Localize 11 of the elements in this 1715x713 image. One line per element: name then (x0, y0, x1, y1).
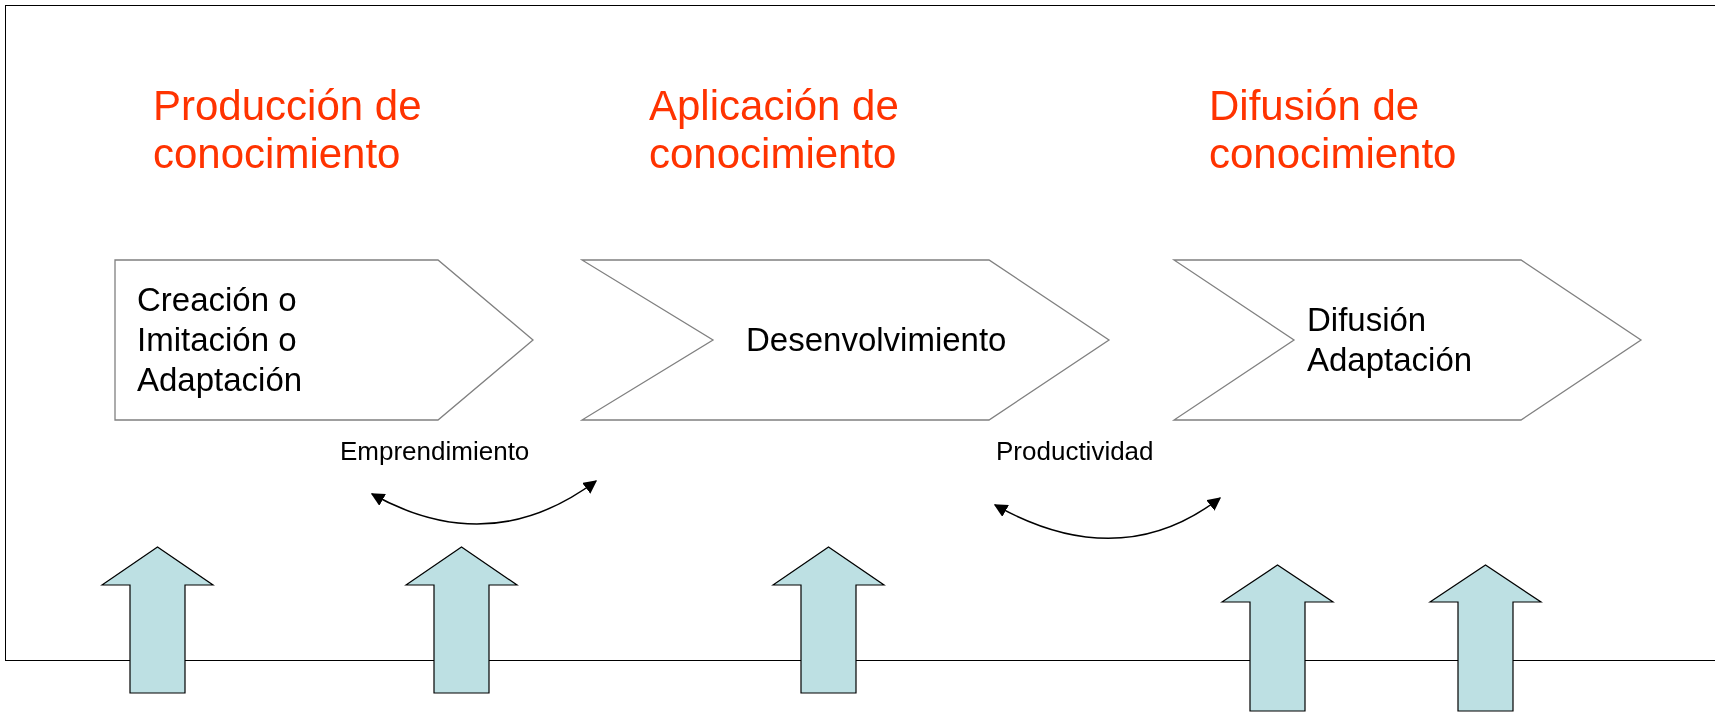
chevron-shape (582, 260, 1109, 420)
chevron-shape (1174, 260, 1641, 420)
relation-label: Emprendimiento (340, 436, 531, 466)
node-text: Desenvolvimiento (746, 320, 1008, 360)
pentagon-shape (115, 260, 533, 420)
node-text: Creación o Imitación o Adaptación (137, 280, 304, 400)
stage-heading: Producción de conocimiento (153, 82, 423, 178)
relation-label: Productividad (996, 436, 1155, 466)
stage-heading: Difusión de conocimiento (1209, 82, 1458, 178)
node-text: Difusión Adaptación (1307, 300, 1474, 380)
stage-heading: Aplicación de conocimiento (649, 82, 900, 178)
